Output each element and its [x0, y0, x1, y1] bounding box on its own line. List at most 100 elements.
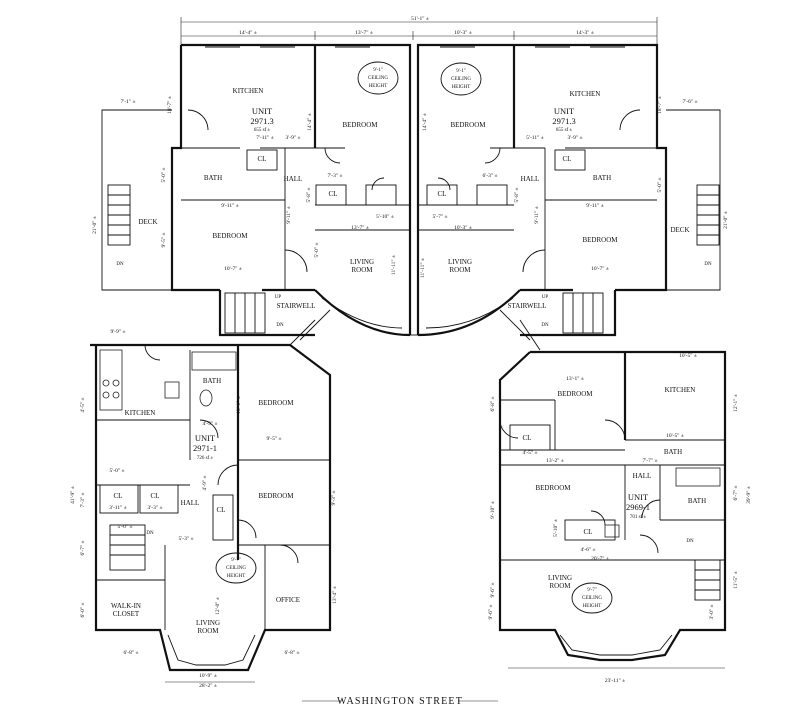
ll-living-height-dim: 12'-0" ±	[215, 597, 221, 615]
svg-text:655 sf ±: 655 sf ±	[254, 128, 271, 133]
ul-closet-label: CL	[258, 155, 267, 163]
lr-total-width-dim: 23'-11" ±	[605, 678, 625, 684]
ul-living-label: LIVING	[350, 258, 374, 266]
ll-kitchen-label: KITCHEN	[125, 409, 156, 417]
lr-stair-dim: 3'-0" ±	[709, 605, 715, 620]
lr-bedroom-label: BEDROOM	[557, 390, 593, 398]
ur-room-label: ROOM	[449, 266, 471, 274]
ur-closet-height-dim: 5'-8" ±	[514, 188, 520, 203]
ll-hall-width-dim: 5'-0" ±	[110, 468, 125, 474]
ll-lower-height-dim: 6'-7" ±	[80, 541, 86, 556]
ll-kitchen-height-dim: 4'-5" ±	[80, 398, 86, 413]
ll-bath-label: BATH	[203, 377, 221, 385]
ll-total-height-dim: 41'-9" ±	[70, 486, 76, 504]
svg-text:CEILING: CEILING	[451, 77, 471, 82]
ll-office-label: OFFICE	[276, 596, 300, 604]
ur-living-width-dim: 10'-3" ±	[454, 225, 472, 231]
ll-bedroom-height-dim: 13'-1" ±	[236, 396, 242, 414]
svg-text:UNIT: UNIT	[628, 492, 649, 502]
svg-text:HEIGHT: HEIGHT	[583, 604, 602, 609]
ll-stair-dim: 4'-9" ±	[202, 476, 208, 491]
ul-deck-dn-label: DN	[116, 262, 124, 267]
ll-bedroom-label: BEDROOM	[258, 399, 294, 407]
svg-text:CEILING: CEILING	[226, 566, 246, 571]
ul-closet2-label: CL	[329, 190, 338, 198]
ul-bedroom2-label: BEDROOM	[212, 232, 248, 240]
svg-text:HEIGHT: HEIGHT	[452, 85, 471, 90]
svg-text:UNIT: UNIT	[554, 106, 575, 116]
unit-lower-left: KITCHEN BATH BEDROOM BEDROOM CL CL CL HA…	[70, 329, 338, 689]
ul-deck-label: DECK	[138, 218, 157, 226]
ur-kitchen-sub-dim: 5'-11" ±	[526, 135, 544, 141]
lr-left-height-dim: 9'-6" ±	[490, 583, 496, 598]
lr-unit-label: UNIT 2969-1 701 sf ±	[626, 492, 650, 520]
ul-living-height-dim: 11'-11" ±	[391, 255, 397, 275]
ul-small-dim: 5'-10" ±	[376, 214, 394, 220]
ul-bedroom-width-dim: 13'-7" ±	[355, 30, 373, 36]
lr-closet2-dim: 5'-10" ±	[553, 519, 559, 537]
ul-room-label: ROOM	[351, 266, 373, 274]
ll-closet4-dim: 5'-0" ±	[118, 524, 133, 530]
ur-living-label: LIVING	[448, 258, 472, 266]
ul-kitchen-width-dim: 14'-4" ±	[239, 30, 257, 36]
lr-bath-label: BATH	[664, 448, 682, 456]
unit-upper-right: KITCHEN BEDROOM BATH HALL CL CL BEDROOM …	[416, 43, 729, 341]
lr-closet-label: CL	[523, 434, 532, 442]
ll-side-dim: 13'-4" ±	[332, 586, 338, 604]
ur-deck-dn-label: DN	[704, 262, 712, 267]
ul-bath-label: BATH	[204, 174, 222, 182]
ul-bath-height-dim: 5'-0" ±	[161, 168, 167, 183]
ur-bath-r-dim: 5'-0" ±	[657, 178, 663, 193]
ul-dn-label: DN	[276, 323, 284, 328]
lr-dn-label: DN	[686, 539, 694, 544]
ul-bedroom-label: BEDROOM	[342, 121, 378, 129]
lr-right-height-dim: 39'-9" ±	[746, 486, 752, 504]
ll-living-width-dim: 10'-9" ±	[199, 673, 217, 679]
lr-bedroom2-width-dim: 13'-2" ±	[546, 458, 564, 464]
ur-closet-label: CL	[563, 155, 572, 163]
svg-text:2969-1: 2969-1	[626, 502, 650, 512]
ll-closet2-dim: 3'-3" ±	[148, 505, 163, 511]
lr-kitchen-label: KITCHEN	[665, 386, 696, 394]
lr-room-label: ROOM	[549, 582, 571, 590]
ll-closet-label: CLOSET	[113, 610, 140, 618]
svg-text:HEIGHT: HEIGHT	[369, 84, 388, 89]
ll-closet1-label: CL	[114, 492, 123, 500]
ul-hall-dim: 9'-11" ±	[221, 203, 239, 209]
lr-living-height-dim: 9'-6" ±	[488, 605, 494, 620]
ul-kitchen-sub-dim: 7'-11" ±	[256, 135, 274, 141]
ul-closet-height-dim: 5'-8" ±	[306, 188, 312, 203]
ll-ceiling-badge: 9'-7" CEILING HEIGHT	[215, 552, 257, 584]
ll-bedroom-width-dim: 9'-5" ±	[267, 436, 282, 442]
ll-bay-right-dim: 6'-8" ±	[285, 650, 300, 656]
ur-up-label: UP	[542, 295, 549, 300]
ul-bath-r-dim: 5'-0" ±	[314, 243, 320, 258]
svg-text:CEILING: CEILING	[368, 76, 388, 81]
ul-closet-dim: 7'-3" ±	[328, 173, 343, 179]
ur-bedroom-width-dim: 10'-3" ±	[454, 30, 472, 36]
ll-unit-label: UNIT 2971-1 726 sf ±	[193, 433, 217, 461]
svg-text:2971.3: 2971.3	[552, 116, 575, 126]
ur-kitchen-sub2-dim: 3'-9" ±	[568, 135, 583, 141]
ul-kitchen-sub2-dim: 3'-9" ±	[286, 135, 301, 141]
ul-up-label: UP	[275, 295, 282, 300]
ur-ceiling-badge: 9'-1" CEILING HEIGHT	[440, 62, 482, 96]
svg-text:HEIGHT: HEIGHT	[227, 574, 246, 579]
overall-width-dim: 51'-1" ±	[411, 16, 429, 22]
ur-bedroom2-label: BEDROOM	[582, 236, 618, 244]
lr-living-width-dim: 20'-7" ±	[591, 556, 609, 562]
ul-kitchen-label: KITCHEN	[233, 87, 264, 95]
ll-closet2-label: CL	[151, 492, 160, 500]
ll-bay-left-dim: 6'-8" ±	[124, 650, 139, 656]
unit-upper-left: KITCHEN BEDROOM BATH HALL CL CL BEDROOM …	[92, 43, 412, 341]
svg-text:701 sf ±: 701 sf ±	[630, 515, 647, 520]
ll-closet3-dim: 5'-3" ±	[179, 536, 194, 542]
ul-stairwell-label: STAIRWELL	[277, 302, 316, 310]
connector-walls	[165, 319, 725, 683]
ur-closet2-label: CL	[438, 190, 447, 198]
ur-bedroom-height-dim: 14'-4" ±	[422, 113, 428, 131]
ll-mid-height-dim: 7'-3" ±	[80, 493, 86, 508]
lr-top-dim: 10'-5" ±	[679, 353, 697, 359]
ur-kitchen-label: KITCHEN	[570, 90, 601, 98]
ul-unit-label: UNIT 2971.3 655 sf ±	[250, 106, 273, 133]
